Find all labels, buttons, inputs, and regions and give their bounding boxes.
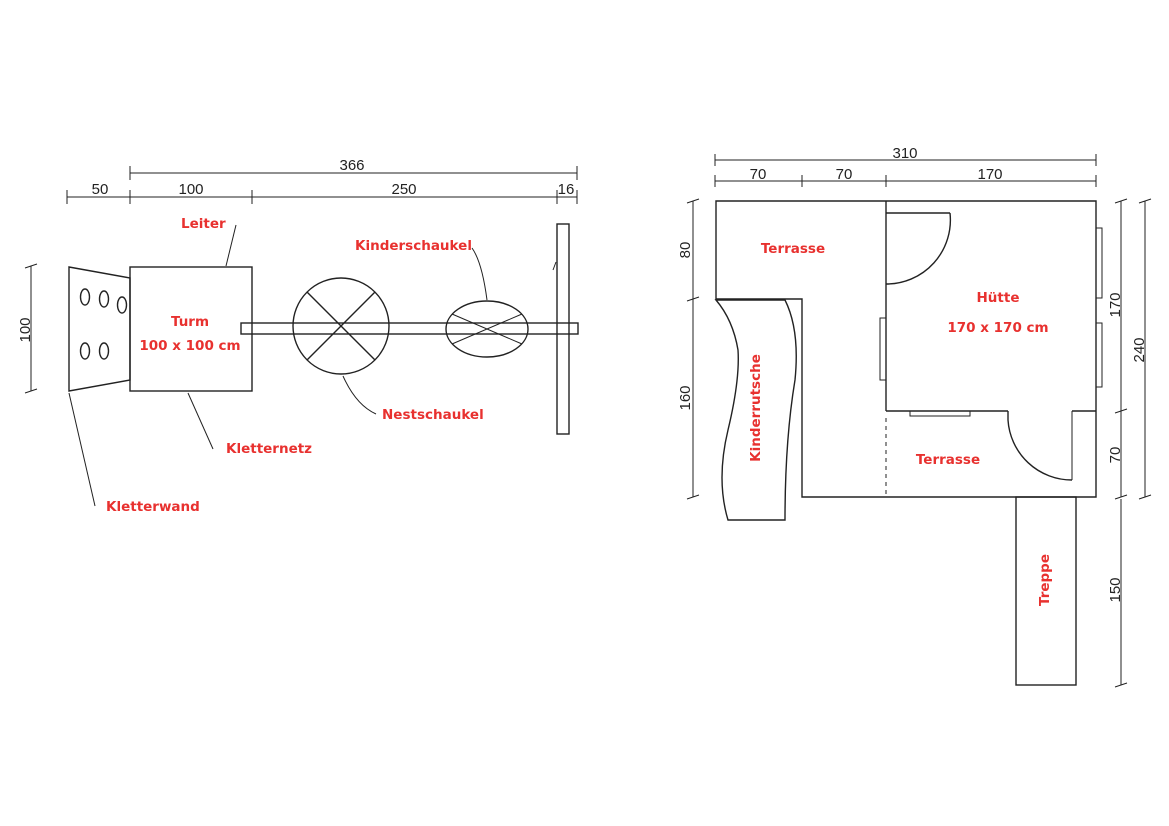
- dim-total-366: 366: [339, 157, 364, 174]
- tower: [129, 266, 253, 392]
- label-turm-size: 100 x 100 cm: [139, 338, 240, 354]
- label-nestschaukel: Nestschaukel: [382, 407, 484, 423]
- dim-right-70: 70: [1107, 447, 1124, 464]
- dim-50: 50: [92, 181, 109, 198]
- dim-250: 250: [391, 181, 416, 198]
- stairs: [1015, 496, 1077, 686]
- dim-top-70-a: 70: [750, 166, 767, 183]
- platform-outline: [715, 200, 1097, 498]
- kids-swing: [445, 300, 529, 358]
- label-leiter: Leiter: [181, 216, 226, 232]
- label-kinderschaukel: Kinderschaukel: [355, 238, 472, 254]
- swing-beam: [240, 322, 579, 335]
- dim-16: 16: [558, 181, 575, 198]
- label-kletterwand: Kletterwand: [106, 499, 200, 515]
- dim-top-70-b: 70: [836, 166, 853, 183]
- climbing-wall: [68, 266, 131, 392]
- label-kinderrutsche: Kinderrutsche: [748, 354, 764, 462]
- dim-100: 100: [178, 181, 203, 198]
- left-dimension-lines: [24, 166, 578, 394]
- dim-right-170: 170: [1107, 292, 1124, 317]
- label-terrasse-bottom: Terrasse: [916, 452, 980, 468]
- dim-height-100: 100: [17, 317, 34, 342]
- label-turm: Turm: [171, 314, 209, 330]
- label-kletternetz: Kletternetz: [226, 441, 312, 457]
- label-huette-size: 170 x 170 cm: [947, 320, 1048, 336]
- right-dimension-lines: [686, 154, 1152, 688]
- dim-right-240: 240: [1131, 337, 1148, 362]
- right-plan: 310 70 70 170 80 160 170 70 240 150: [677, 145, 1152, 688]
- label-terrasse-top: Terrasse: [761, 241, 825, 257]
- dim-left-80: 80: [677, 242, 694, 259]
- dim-left-160: 160: [677, 385, 694, 410]
- left-plan: 366 50 100 250 16 100: [17, 157, 579, 515]
- dim-top-170: 170: [977, 166, 1002, 183]
- label-huette: Hütte: [977, 290, 1020, 306]
- hut: [879, 201, 1103, 497]
- dim-stairs-150: 150: [1107, 577, 1124, 602]
- left-leader-lines: [68, 224, 488, 507]
- nest-swing: [292, 277, 390, 375]
- kids-slide: [714, 299, 797, 521]
- dim-total-310: 310: [892, 145, 917, 162]
- label-treppe: Treppe: [1037, 554, 1053, 606]
- end-post: [556, 223, 570, 435]
